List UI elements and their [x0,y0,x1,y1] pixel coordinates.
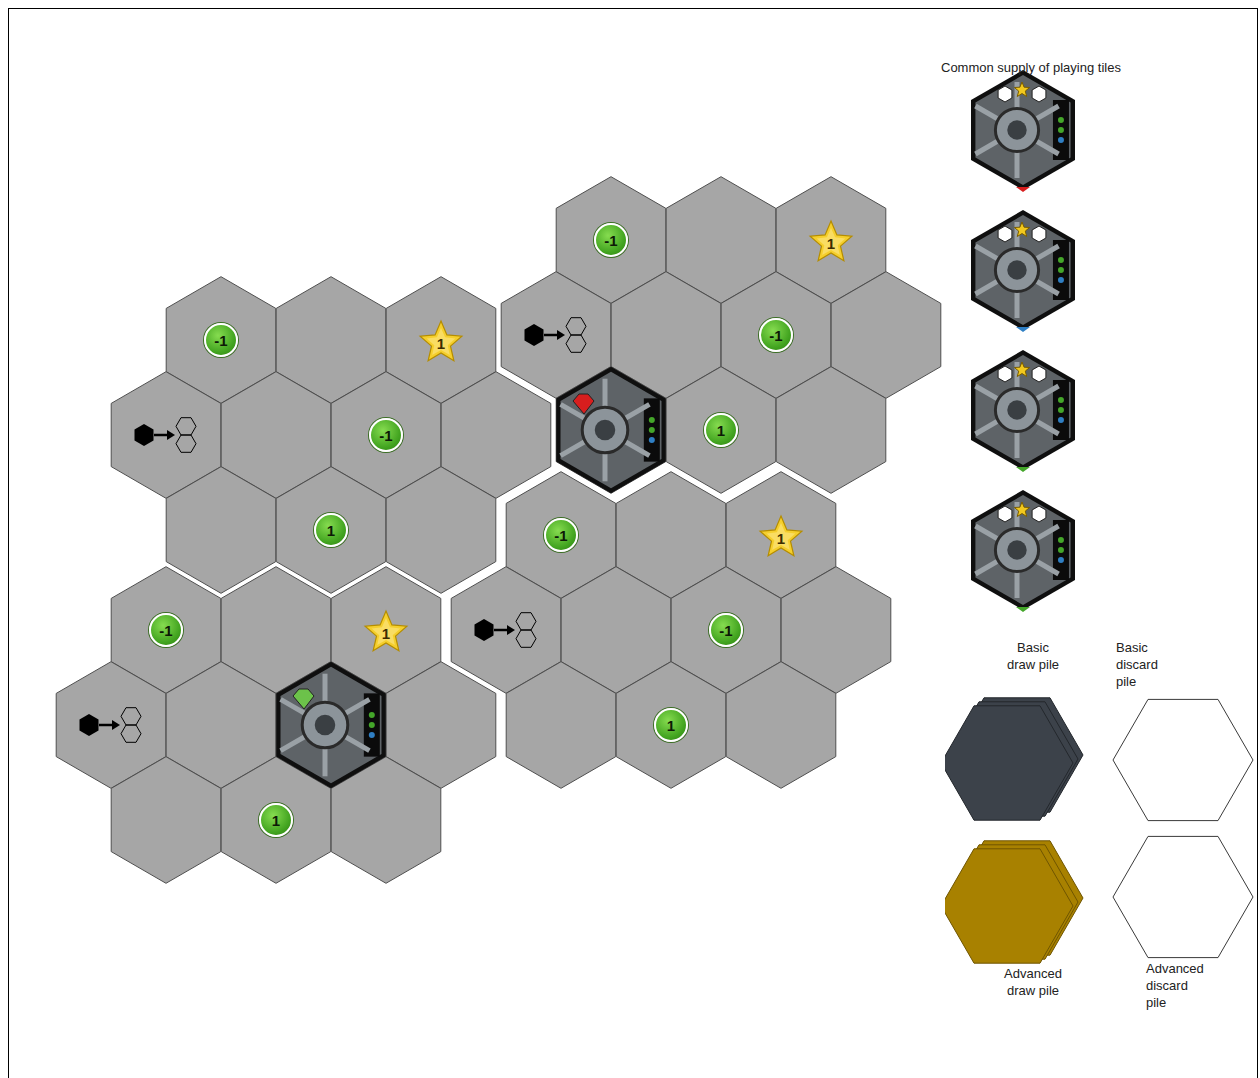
placement-arrow-symbol [475,613,537,648]
board-hex [616,662,726,789]
supply-tile [971,70,1075,192]
board-hex [666,367,776,494]
token-number: -1 [604,233,617,248]
pile-label: Basic draw pile [1004,640,1062,674]
token-number: -1 [769,328,782,343]
placement-arrow-symbol [80,708,142,743]
board-hex [726,662,836,789]
score-circle: -1 [594,223,628,257]
victory-star-token: 1 [808,219,854,265]
score-circle: 1 [654,708,688,742]
score-circle: -1 [759,318,793,352]
board-hex [506,662,616,789]
discard-pile: Advanced discard pile [1110,835,1260,1025]
token-number: 1 [272,813,280,828]
token-number: 1 [437,333,445,351]
token-number: -1 [159,623,172,638]
supply-tile [971,210,1075,332]
pile-label: Advanced draw pile [1002,966,1064,1000]
score-circle: 1 [704,413,738,447]
pile-label: Basic discard pile [1116,640,1178,691]
token-number: 1 [327,523,335,538]
placement-arrow-symbol [525,318,587,353]
score-circle: -1 [204,323,238,357]
board-hex [111,757,221,884]
score-circle: -1 [544,518,578,552]
pile-shape [1110,835,1260,1025]
board-hexes [56,177,941,884]
page-frame [9,9,1258,1078]
board-hex [276,467,386,594]
score-circle: -1 [709,613,743,647]
draw-pile: Advanced draw pile [945,838,1110,1013]
victory-star-token: 1 [758,514,804,560]
token-number: 1 [667,718,675,733]
section-heading: Common supply of playing tiles [941,60,1121,75]
token-number: -1 [554,528,567,543]
placement-arrow-symbol [135,418,197,453]
board-hex [776,367,886,494]
board-hex [166,467,276,594]
token-number: -1 [719,623,732,638]
pile-label: Advanced discard pile [1146,961,1208,1012]
score-circle: 1 [259,803,293,837]
token-number: -1 [379,428,392,443]
label-holder: Common supply of playing tiles [941,60,1121,75]
start-tile [276,662,386,789]
score-circle: 1 [314,513,348,547]
supply-tile [971,350,1075,472]
start-tile [556,367,666,494]
victory-star-token: 1 [363,609,409,655]
discard-pile: Basic discard pile [1110,640,1260,830]
board-hex [386,467,496,594]
score-circle: -1 [149,613,183,647]
score-circle: -1 [369,418,403,452]
token-number: 1 [382,623,390,641]
board-hex [556,367,666,494]
token-number: -1 [214,333,227,348]
token-number: 1 [717,423,725,438]
victory-star-token: 1 [418,319,464,365]
draw-pile: Basic draw pile [945,640,1110,830]
token-number: 1 [777,528,785,546]
supply-tile [971,490,1075,612]
token-number: 1 [827,233,835,251]
